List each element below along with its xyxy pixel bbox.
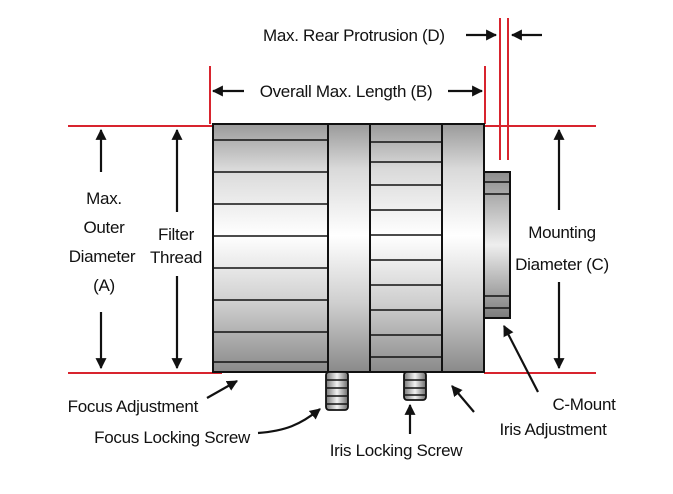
mounting-diameter-label-line2: Diameter (C) [515,255,609,274]
outer-diameter-label-line4: (A) [93,276,115,295]
focus-ring-ribs [214,139,327,363]
iris-adjustment-leader [451,385,475,413]
red-guide-lines [68,18,596,374]
focus-adjustment-leader [206,380,238,399]
dimension-arrows [95,29,565,370]
focus-locking-screw-part [325,371,349,411]
outer-diameter-label-line3: Diameter [69,247,136,266]
center-ring [327,123,371,373]
focus-locking-screw-label: Focus Locking Screw [94,428,251,447]
rear-protrusion-label: Max. Rear Protrusion (D) [263,26,445,45]
rear-ring [441,123,485,373]
c-mount-thread-lines [485,181,509,309]
outer-diameter-label-line2: Outer [83,218,125,237]
outer-diameter-label-line1: Max. [86,189,122,208]
iris-locking-screw-label: Iris Locking Screw [330,441,464,460]
focus-ring [212,123,329,373]
overall-length-label: Overall Max. Length (B) [260,82,433,101]
iris-locking-screw-part [403,371,427,401]
iris-ring-ribs [371,141,441,358]
c-mount-label: C-Mount [552,395,616,414]
focus-locking-screw-leader [257,408,321,435]
mounting-diameter-label-line1: Mounting [528,223,596,242]
filter-thread-label-line1: Filter [158,225,195,244]
lens-body [212,123,511,411]
text-labels: Max. Rear Protrusion (D) Overall Max. Le… [68,26,617,460]
leader-arrows [206,325,539,435]
c-mount-thread [483,171,511,319]
filter-thread-label-line2: Thread [150,248,202,267]
iris-adjustment-label: Iris Adjustment [500,420,608,439]
c-mount-leader [503,325,539,393]
focus-adjustment-label: Focus Adjustment [68,397,199,416]
